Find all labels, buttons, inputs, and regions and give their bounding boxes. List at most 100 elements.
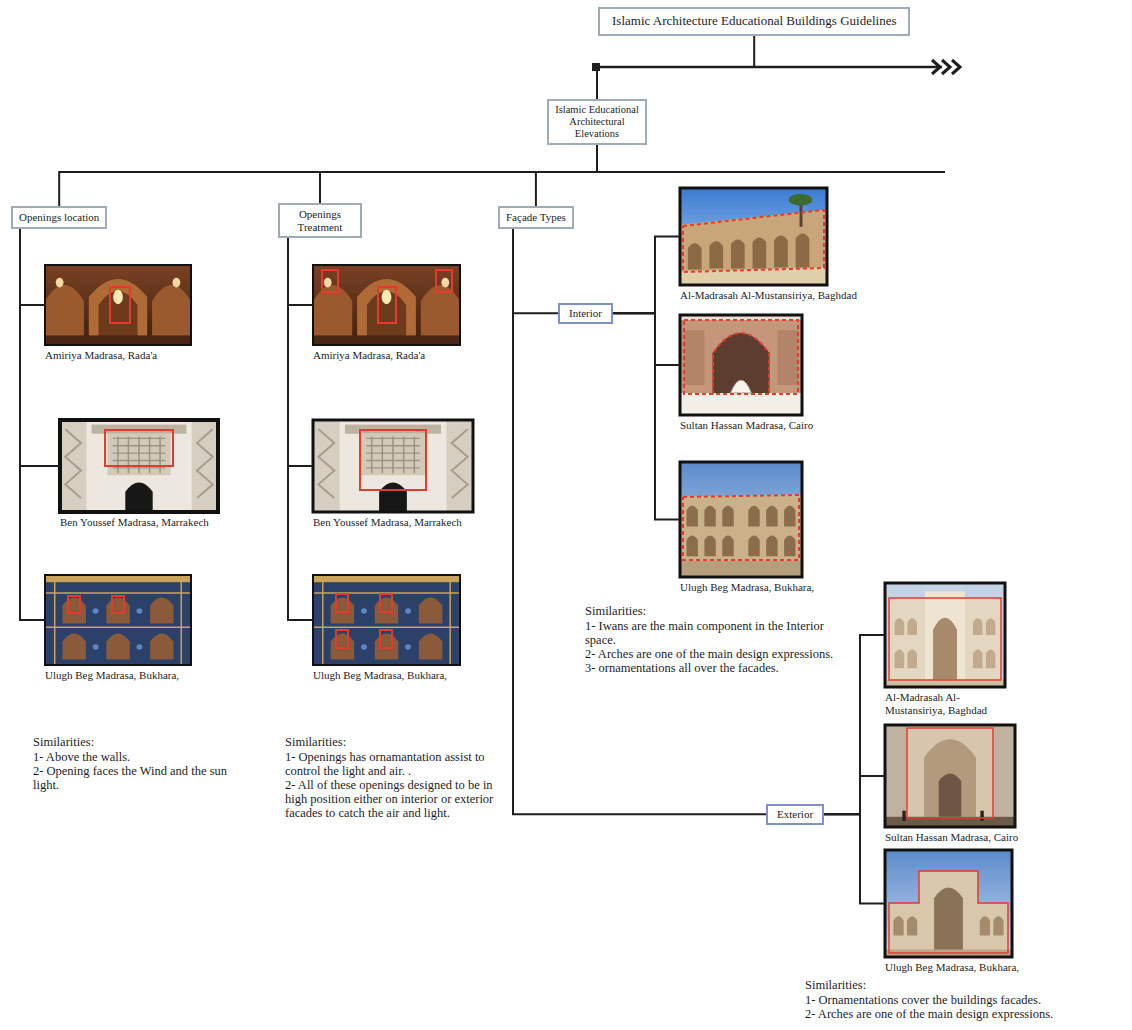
note-heading: Similarities:	[285, 735, 500, 749]
photo-ulugh-beg	[313, 575, 460, 665]
tree-connector	[613, 313, 680, 519]
note-item: 2- Opening faces the Wind and the sun li…	[33, 764, 243, 792]
photo-detail	[680, 315, 802, 415]
photo-sultan-hassan-exterior	[885, 725, 1015, 827]
photo-detail	[889, 598, 1001, 680]
note-item: 1- Iwans are the main component in the I…	[585, 619, 850, 647]
photo-detail	[680, 315, 802, 415]
title-box: Islamic Architecture Educational Buildin…	[598, 7, 910, 36]
tree-connector	[288, 238, 313, 620]
photo-frame	[885, 725, 1015, 827]
photo-amiriya	[45, 265, 191, 345]
similarities-note: Similarities:1- Openings has ornamantati…	[285, 735, 500, 820]
tree-connector	[536, 145, 597, 206]
tree-connector	[613, 237, 680, 314]
similarities-note: Similarities:1- Iwans are the main compo…	[585, 604, 850, 675]
similarities-note: Similarities:1- Above the walls.2- Openi…	[33, 735, 243, 792]
box-text: Façade Types	[506, 211, 566, 224]
photo-detail	[380, 630, 392, 648]
photo-detail	[313, 575, 460, 665]
photo-detail	[360, 430, 426, 490]
photo-frame	[885, 850, 1012, 957]
tree-connector	[20, 229, 45, 620]
photo-ulugh-beg-exterior	[885, 850, 1012, 957]
box-text: Openings location	[19, 211, 99, 224]
box-text: Exterior	[777, 808, 813, 821]
photo-ben-youssef	[313, 420, 473, 512]
photo-frame	[680, 315, 802, 415]
note-item: 2- Arches are one of the main design exp…	[805, 1007, 1125, 1021]
photo-card: Ulugh Beg Madrasa, Bukhara,	[313, 575, 483, 682]
photo-ulugh-beg	[45, 575, 191, 665]
photo-detail	[313, 265, 460, 345]
facade-type-box: Exterior	[766, 804, 824, 825]
box-text: Islamic Educational Architectural Elevat…	[555, 104, 639, 140]
photo-frame	[885, 583, 1005, 687]
photo-mustansiriya-interior	[680, 188, 827, 285]
photo-ben-youssef	[60, 420, 218, 512]
photo-frame	[45, 265, 191, 345]
category-box: Openings location	[11, 206, 107, 229]
photo-detail	[60, 420, 218, 512]
photo-caption: Amiriya Madrasa, Rada'a	[313, 349, 483, 362]
photo-frame	[680, 188, 827, 285]
photo-detail	[436, 270, 452, 292]
photo-caption: Ulugh Beg Madrasa, Bukhara,	[45, 669, 215, 682]
photo-detail	[313, 575, 460, 665]
photo-detail	[380, 594, 392, 612]
photo-detail	[45, 265, 191, 345]
photo-detail	[45, 575, 191, 665]
note-item: 3- ornamentations all over the facades.	[585, 661, 850, 675]
photo-detail	[60, 420, 218, 512]
photo-detail	[907, 728, 993, 818]
tree-connector	[20, 229, 45, 305]
photo-detail	[110, 287, 130, 323]
photo-frame	[313, 575, 460, 665]
photo-detail	[45, 265, 191, 345]
photo-amiriya	[313, 265, 460, 345]
photo-detail	[68, 596, 80, 613]
tree-connector	[513, 229, 558, 314]
photo-detail	[336, 630, 348, 648]
category-box: Façade Types	[498, 206, 574, 229]
photo-caption: Amiriya Madrasa, Rada'a	[45, 349, 215, 362]
photo-detail	[932, 60, 960, 74]
photo-caption: Sultan Hassan Madrasa, Cairo	[680, 419, 850, 432]
photo-detail	[112, 596, 124, 613]
photo-caption: Ulugh Beg Madrasa, Bukhara,	[680, 581, 850, 594]
photo-detail	[885, 850, 1012, 957]
photo-caption: Al-Madrasah Al-Mustansiriya, Baghdad	[680, 289, 880, 302]
photo-frame	[45, 575, 191, 665]
tree-connector	[597, 36, 754, 99]
photo-detail	[680, 188, 827, 285]
photo-detail	[680, 188, 827, 285]
photo-card: Amiriya Madrasa, Rada'a	[313, 265, 483, 362]
facade-type-box: Interior	[558, 303, 613, 324]
photo-detail	[885, 583, 1005, 687]
photo-detail	[885, 725, 1015, 827]
note-item: 1- Ornamentations cover the buildings fa…	[805, 993, 1125, 1007]
category-box: Islamic Educational Architectural Elevat…	[547, 99, 647, 145]
box-text: Interior	[569, 307, 602, 320]
note-item: 1- Openings has ornamantation assist to …	[285, 750, 500, 778]
photo-sultan-hassan-interior	[680, 315, 802, 415]
photo-detail	[45, 575, 191, 665]
photo-caption: Ulugh Beg Madrasa, Bukhara,	[313, 669, 483, 682]
note-item: 2- All of these openings designed to be …	[285, 778, 500, 820]
photo-detail	[313, 420, 473, 512]
photo-detail	[885, 725, 1015, 827]
photo-card: Sultan Hassan Madrasa, Cairo	[885, 725, 1055, 844]
photo-frame	[680, 462, 802, 577]
photo-detail	[885, 583, 1005, 687]
tree-connector	[288, 238, 313, 466]
tree-connector	[824, 635, 885, 814]
photo-caption: Al-Madrasah Al-Mustansiriya, Baghdad	[885, 691, 1007, 717]
photo-frame	[313, 420, 473, 512]
photo-detail	[336, 594, 348, 612]
photo-frame	[313, 265, 460, 345]
similarities-note: Similarities:1- Ornamentations cover the…	[805, 978, 1125, 1021]
photo-card: Amiriya Madrasa, Rada'a	[45, 265, 215, 362]
photo-ulugh-beg-interior	[680, 462, 802, 577]
